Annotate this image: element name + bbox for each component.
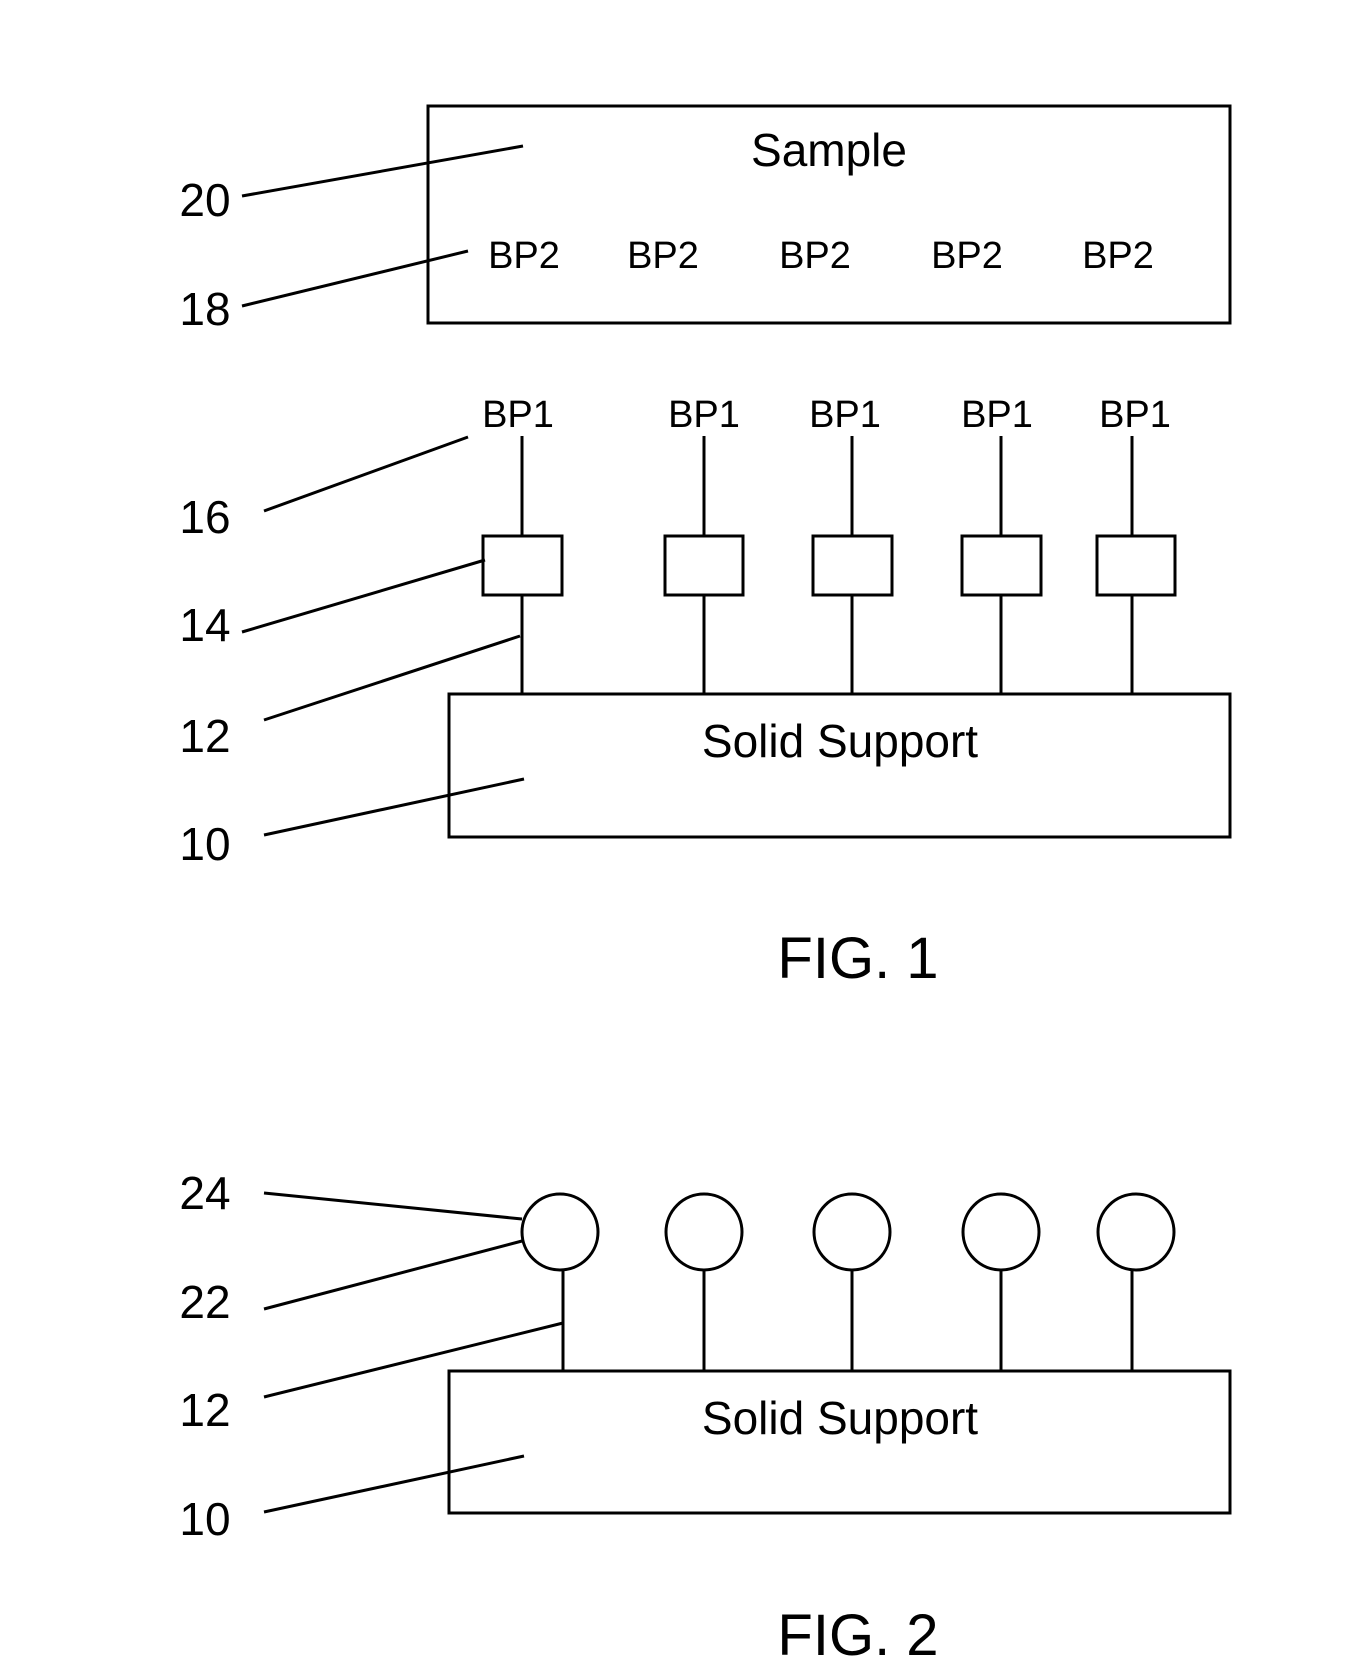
circle-probe xyxy=(814,1194,890,1370)
probe-box xyxy=(813,536,892,595)
leader-line xyxy=(264,1456,524,1512)
probe-stack xyxy=(962,436,1041,693)
reference-numerals: 24 22 12 10 xyxy=(179,1167,230,1545)
figure-caption: FIG. 2 xyxy=(777,1603,938,1668)
leader-line xyxy=(264,1193,522,1219)
reference-numeral: 14 xyxy=(179,599,230,651)
bp1-label: BP1 xyxy=(668,394,740,436)
probe-box xyxy=(483,536,562,595)
reference-numeral: 12 xyxy=(179,710,230,762)
probe-circle xyxy=(666,1194,742,1270)
reference-numerals: 20 18 16 14 12 10 xyxy=(179,174,230,870)
reference-numeral: 18 xyxy=(179,283,230,335)
leader-line xyxy=(264,437,468,511)
bp2-labels: BP2 BP2 BP2 BP2 BP2 xyxy=(488,235,1154,277)
probe-box xyxy=(1097,536,1175,595)
circle-probe xyxy=(666,1194,742,1370)
leader-line xyxy=(264,1241,522,1309)
reference-numeral: 12 xyxy=(179,1384,230,1436)
bp2-label: BP2 xyxy=(627,235,699,277)
reference-numeral: 10 xyxy=(179,818,230,870)
circle-probe xyxy=(1098,1194,1174,1370)
reference-numeral: 10 xyxy=(179,1493,230,1545)
leader-lines xyxy=(242,146,524,835)
bp2-label: BP2 xyxy=(931,235,1003,277)
probe-stack xyxy=(1097,436,1175,693)
leader-line xyxy=(264,1323,563,1397)
probe-circle xyxy=(1098,1194,1174,1270)
probe-stack xyxy=(483,436,562,693)
probe-circle xyxy=(814,1194,890,1270)
probe-circle xyxy=(963,1194,1039,1270)
leader-line xyxy=(242,146,523,196)
solid-support-label: Solid Support xyxy=(702,1392,978,1444)
leader-line xyxy=(242,251,468,306)
circle-probe xyxy=(963,1194,1039,1370)
reference-numeral: 24 xyxy=(179,1167,230,1219)
bp2-label: BP2 xyxy=(779,235,851,277)
probe-stack xyxy=(665,436,743,693)
bp1-label: BP1 xyxy=(1099,394,1171,436)
bp1-labels: BP1 BP1 BP1 BP1 BP1 xyxy=(482,394,1171,436)
bp2-label: BP2 xyxy=(1082,235,1154,277)
figure-1: Sample BP2 BP2 BP2 BP2 BP2 BP1 BP1 BP1 B… xyxy=(179,106,1230,991)
reference-numeral: 22 xyxy=(179,1276,230,1328)
bp1-label: BP1 xyxy=(961,394,1033,436)
figure-2: Solid Support 24 22 12 10 FIG. 2 xyxy=(179,1167,1230,1668)
figure-caption: FIG. 1 xyxy=(777,926,938,991)
leader-line xyxy=(264,636,520,720)
solid-support-label: Solid Support xyxy=(702,715,978,767)
bp1-label: BP1 xyxy=(482,394,554,436)
circle-probe xyxy=(522,1194,598,1370)
reference-numeral: 16 xyxy=(179,491,230,543)
leader-line xyxy=(264,779,524,835)
leader-lines xyxy=(264,1193,563,1512)
bp2-label: BP2 xyxy=(488,235,560,277)
reference-numeral: 20 xyxy=(179,174,230,226)
probe-stack xyxy=(813,436,892,693)
probe-circle xyxy=(522,1194,598,1270)
leader-line xyxy=(242,560,485,632)
circle-probes xyxy=(522,1194,1174,1370)
probe-box xyxy=(962,536,1041,595)
bp1-label: BP1 xyxy=(809,394,881,436)
probe-box xyxy=(665,536,743,595)
probe-stacks xyxy=(483,436,1175,693)
sample-label: Sample xyxy=(751,124,907,176)
